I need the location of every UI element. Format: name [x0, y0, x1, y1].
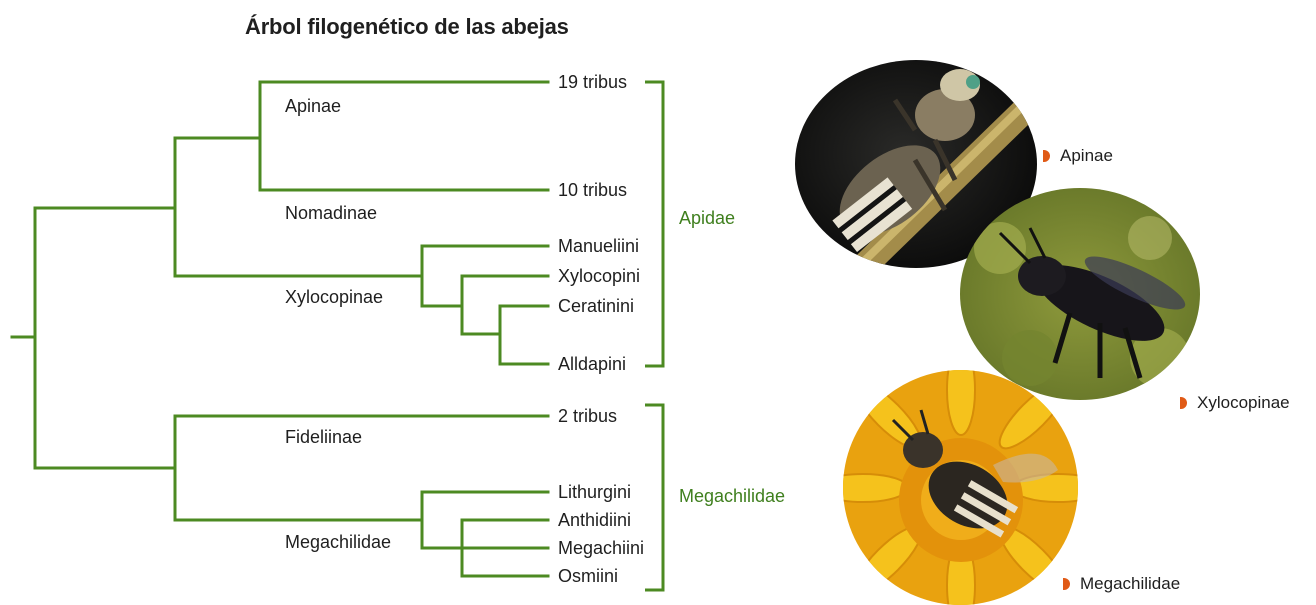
xylocopinae-label: Xylocopinae [285, 287, 383, 307]
family-apidae-label: Apidae [679, 208, 735, 228]
megachilidae-bracket [645, 405, 663, 590]
megachilidae-clade-branch [35, 416, 175, 520]
caption-marker-icon [1043, 150, 1050, 162]
tip-nomadinae-tribes: 10 tribus [558, 180, 627, 200]
xylocopinae-bee-photo [960, 188, 1200, 400]
tip-fideliinae-tribes: 2 tribus [558, 406, 617, 426]
root-branch [12, 208, 35, 468]
megachilidae-caption-text: Megachilidae [1080, 574, 1180, 593]
caption-marker-icon [1063, 578, 1070, 590]
tip-osmiini: Osmiini [558, 566, 618, 586]
xylocopinae-caption-text: Xylocopinae [1197, 393, 1290, 412]
apinae-photo-caption: Apinae [1043, 146, 1113, 166]
tip-alldapini: Alldapini [558, 354, 626, 374]
fideliinae-label: Fideliinae [285, 427, 362, 447]
tip-megachiini: Megachiini [558, 538, 644, 558]
apinae-label: Apinae [285, 96, 341, 116]
ceratinini-clade-branch [462, 306, 500, 364]
apinae-caption-text: Apinae [1060, 146, 1113, 165]
tip-manueliini: Manueliini [558, 236, 639, 256]
tip-xylocopini: Xylocopini [558, 266, 640, 286]
megachilini-clade-branch [422, 520, 462, 576]
tip-ceratinini: Ceratinini [558, 296, 634, 316]
tip-lithurgini: Lithurgini [558, 482, 631, 502]
apidae-branch [35, 138, 175, 276]
xylocopinae-photo-caption: Xylocopinae [1180, 393, 1290, 413]
tip-anthidiini: Anthidiini [558, 510, 631, 530]
apidae-bracket [645, 82, 663, 366]
apinae-nomadinae-branch [175, 82, 260, 190]
xylocopini-clade-branch [422, 276, 462, 334]
nomadinae-label: Nomadinae [285, 203, 377, 223]
caption-marker-icon [1180, 397, 1187, 409]
tip-apinae-tribes: 19 tribus [558, 72, 627, 92]
family-megachilidae-label: Megachilidae [679, 486, 785, 506]
megachilidae-bee-photo [843, 370, 1078, 605]
megachilidae-subfamily-label: Megachilidae [285, 532, 391, 552]
megachilidae-photo-caption: Megachilidae [1063, 574, 1180, 594]
